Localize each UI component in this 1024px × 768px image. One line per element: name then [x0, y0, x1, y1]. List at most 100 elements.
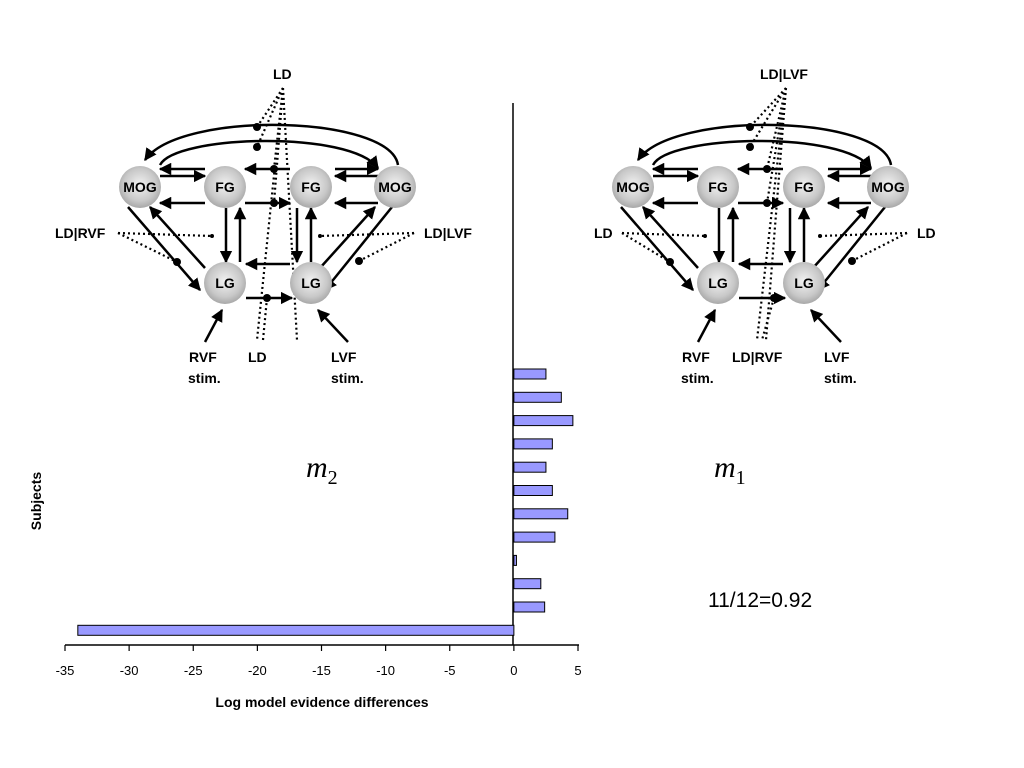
edge-lg-to-mog — [149, 206, 206, 269]
input-label: stim. — [824, 370, 857, 386]
bar-subject-8 — [513, 531, 556, 543]
node-mog-right: MOG — [374, 166, 416, 208]
y-axis-title: Subjects — [28, 472, 44, 531]
node-lg-right: LG — [783, 262, 825, 304]
modulation-dot-small — [210, 234, 214, 238]
node-fg-left: FG — [204, 166, 246, 208]
node-lg-left: LG — [697, 262, 739, 304]
modulation-dot-small — [818, 234, 822, 238]
bar-subject-1 — [513, 368, 547, 380]
modulation-dot — [746, 123, 754, 131]
node-label: LG — [708, 275, 728, 291]
modulator-label-right: LD — [917, 225, 936, 241]
node-label: FG — [301, 179, 321, 195]
input-label: RVF — [682, 349, 710, 365]
node-mog-left: MOG — [119, 166, 161, 208]
node-label: MOG — [378, 179, 412, 195]
node-lg-left: LG — [204, 262, 246, 304]
modulation-lines-left — [117, 231, 213, 263]
input-arrow — [317, 309, 349, 343]
proportion-annotation: 11/12=0.92 — [708, 589, 812, 612]
node-fg-right: FG — [290, 166, 332, 208]
arc-mog-r-to-mog-l — [143, 123, 400, 166]
node-label: LG — [794, 275, 814, 291]
edge-mog-to-lg — [817, 206, 886, 291]
modulator-label-left: LD — [594, 225, 613, 241]
bar-subject-7 — [513, 508, 569, 520]
input-label: stim. — [331, 370, 364, 386]
x-tick-label: -25 — [184, 663, 203, 678]
modulation-lines-ld — [255, 87, 299, 341]
node-label: LG — [215, 275, 235, 291]
x-tick-label: 5 — [574, 663, 581, 678]
modulator-label-right: LD|LVF — [424, 225, 472, 241]
node-label: FG — [794, 179, 814, 195]
modulation-lines-right — [819, 231, 908, 262]
modulation-dot — [253, 143, 261, 151]
model-m1-diagram: MOG FG FG MOG LG LG LD|LVF LD LD LD|RVF … — [594, 66, 936, 386]
modulator-label-bottom: LD — [248, 349, 267, 365]
bar-subject-5 — [513, 461, 547, 473]
input-label: RVF — [189, 349, 217, 365]
edge-mog-to-lg — [324, 206, 393, 291]
x-tick-label: -30 — [120, 663, 139, 678]
x-tick-label: -35 — [56, 663, 75, 678]
node-fg-left: FG — [697, 166, 739, 208]
bar-subject-2 — [513, 391, 562, 403]
arc-mog-l-to-mog-r — [651, 139, 873, 170]
node-mog-left: MOG — [612, 166, 654, 208]
edge-mog-to-lg — [127, 206, 201, 291]
input-arrow — [810, 309, 842, 343]
arc-mog-l-to-mog-r — [158, 139, 380, 170]
modulator-label-top: LD — [273, 66, 292, 82]
input-label: stim. — [188, 370, 221, 386]
model-m2-diagram: MOG FG FG MOG LG LG LD LD|RVF LD|LVF LD … — [55, 66, 472, 386]
edge-lg-to-mog — [812, 206, 869, 269]
input-arrow — [203, 308, 224, 343]
bar-subject-3 — [513, 415, 574, 427]
x-tick-label: 0 — [510, 663, 517, 678]
bar-subject-12 — [77, 624, 515, 636]
modulation-lines-right — [319, 231, 415, 262]
edge-lg-to-mog — [642, 206, 699, 269]
model-label-m2: m2 — [306, 451, 338, 489]
modulation-dot-small — [703, 234, 707, 238]
bar-subject-6 — [513, 485, 553, 496]
node-lg-right: LG — [290, 262, 332, 304]
bar-subject-11 — [513, 601, 546, 613]
edge-lg-to-mog — [319, 206, 376, 269]
bar-subject-4 — [513, 438, 553, 450]
node-label: FG — [215, 179, 235, 195]
modulation-dot — [263, 294, 271, 302]
node-mog-right: MOG — [867, 166, 909, 208]
modulation-dot — [763, 165, 771, 173]
x-tick-label: -10 — [376, 663, 395, 678]
modulation-dot-small — [318, 234, 322, 238]
node-label: MOG — [123, 179, 157, 195]
modulation-lines-top — [749, 87, 788, 341]
model-label-m1: m1 — [714, 451, 746, 489]
x-tick-label: -20 — [248, 663, 267, 678]
input-label: LVF — [824, 349, 850, 365]
node-fg-right: FG — [783, 166, 825, 208]
input-label: LVF — [331, 349, 357, 365]
x-tick-label: -5 — [444, 663, 456, 678]
node-label: MOG — [616, 179, 650, 195]
node-label: FG — [708, 179, 728, 195]
bar-chart: -35 -30 -25 -20 -15 -10 -5 0 5 Log model evidenc… — [28, 103, 812, 710]
bar-subject-10 — [513, 578, 542, 590]
modulator-label-bottom: LD|RVF — [732, 349, 783, 365]
input-arrow — [696, 308, 717, 343]
bar-subject-9 — [513, 554, 517, 566]
modulator-label-left: LD|RVF — [55, 225, 106, 241]
x-tick-label: -15 — [312, 663, 331, 678]
modulator-label-top: LD|LVF — [760, 66, 808, 82]
arc-mog-r-to-mog-l — [636, 123, 893, 166]
x-axis-title: Log model evidence differences — [215, 694, 428, 710]
node-label: LG — [301, 275, 321, 291]
node-label: MOG — [871, 179, 905, 195]
edge-mog-to-lg — [620, 206, 694, 291]
modulation-lines-left — [621, 231, 706, 263]
input-label: stim. — [681, 370, 714, 386]
